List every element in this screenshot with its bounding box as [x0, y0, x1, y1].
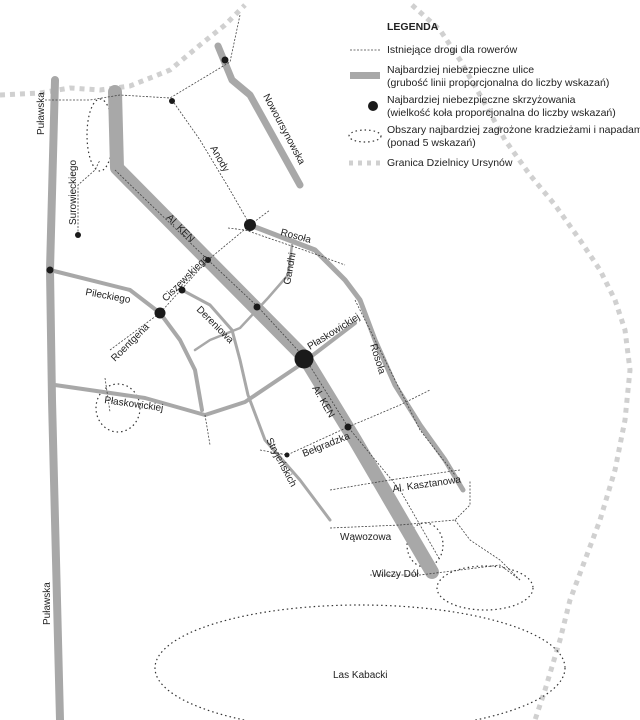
district-boundary: [0, 3, 633, 720]
dangerous-street-legend-icon: [350, 72, 380, 79]
road-pileckiego: [48, 268, 204, 412]
label-ciszewskiego: Ciszewskiego: [160, 253, 211, 304]
intersection-dot: [169, 98, 175, 104]
zone-wawozowa: [406, 522, 444, 568]
label-al-kasztanowa: Al. Kasztanowa: [392, 474, 462, 495]
label-belgradzka: Bełgradzka: [301, 431, 352, 460]
road-pulawska: [46, 76, 64, 720]
legend-item-label: Istniejące drogi dla rowerów: [387, 44, 518, 56]
label-pulawska: Puławska: [36, 92, 47, 135]
intersection-dot: [154, 307, 166, 319]
label-stryjenskich: Stryjeńskich: [263, 436, 298, 489]
zone-plaskowickiej: [95, 383, 141, 433]
zone-las-kabacki: [154, 604, 566, 720]
label-wawozowa: Wąwozowa: [340, 532, 392, 543]
theft-area-legend-icon: [348, 129, 382, 143]
road-dereniowa: [180, 288, 332, 522]
intersection-dot: [75, 232, 81, 238]
legend-item-label: (grubość linii proporcjonalna do liczby …: [387, 77, 609, 89]
intersection-dot: [284, 452, 290, 458]
label-plaskowickiej: Płaskowickiej: [306, 312, 362, 353]
road-al-ken: [108, 85, 439, 579]
legend-item-label: Obszary najbardziej zagrożone kradzieżam…: [387, 124, 640, 136]
dangerous-intersections: [46, 56, 352, 458]
label-gandhi: Gandhi: [282, 252, 298, 286]
intersection-dot: [344, 423, 352, 431]
label-roentgena: Roentgena: [109, 321, 152, 364]
label-pulawska: Puławska: [42, 582, 53, 625]
legend-item-label: Najbardziej niebezpieczne ulice: [387, 64, 534, 76]
legend: LEGENDA Istniejące drogi dla rowerów Naj…: [348, 21, 640, 169]
road-nowoursynowska: [214, 42, 304, 189]
legend-item-label: Najbardziej niebezpieczne skrzyżowania: [387, 94, 576, 106]
intersection-dot: [294, 349, 314, 369]
road-gandhi: [193, 243, 294, 352]
intersection-dot: [178, 286, 186, 294]
road-rosola: [247, 222, 466, 493]
intersection-dot: [244, 219, 256, 231]
intersection-dot: [221, 56, 229, 64]
intersection-dot: [46, 266, 54, 274]
legend-item-label: (wielkość koła proporcjonalna do liczby …: [387, 107, 616, 119]
legend-item-label: Granica Dzielnicy Ursynów: [387, 157, 513, 169]
intersection-dot: [205, 257, 211, 263]
label-las-kabacki: Las Kabacki: [333, 670, 387, 681]
label-surowieckiego: Surowieckiego: [68, 160, 79, 225]
legend-item-label: (ponad 5 wskazań): [387, 137, 476, 149]
label-wilczy-dol: Wilczy Dół: [372, 569, 419, 580]
legend-title: LEGENDA: [387, 21, 439, 33]
zone-wilczy-dol: [436, 565, 534, 611]
intersection-dot: [253, 303, 261, 311]
intersection-legend-icon: [368, 101, 378, 111]
